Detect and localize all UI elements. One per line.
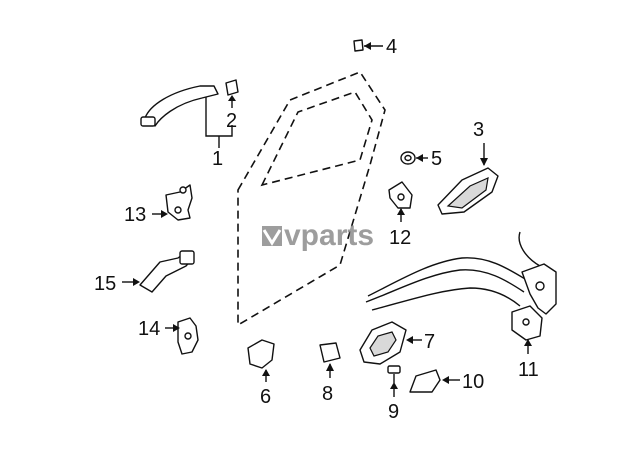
clip (353, 39, 383, 52)
callout-8: 8 (322, 383, 333, 405)
vparts-logo-icon (262, 226, 282, 246)
callout-11: 11 (518, 359, 539, 381)
callout-15: 15 (94, 273, 116, 295)
door-check-strap (122, 250, 195, 293)
inside-door-handle (359, 321, 422, 365)
callout-3: 3 (473, 119, 484, 141)
outside-door-handle (140, 85, 233, 148)
callout-9: 9 (388, 401, 399, 423)
door-shell-outline (237, 71, 386, 327)
grommet (400, 151, 428, 165)
screw (387, 365, 401, 397)
upper-hinge (152, 184, 193, 221)
callout-2: 2 (226, 110, 237, 132)
striker (388, 181, 413, 222)
vparts-watermark: vparts (262, 219, 374, 252)
callout-12: 12 (389, 227, 411, 249)
handle-reinforcement (437, 143, 499, 215)
bracket (247, 339, 275, 382)
callout-7: 7 (424, 331, 435, 353)
handle-cover (409, 369, 460, 393)
callout-4: 4 (386, 36, 397, 58)
callout-5: 5 (431, 148, 442, 170)
handle-cap (225, 79, 239, 108)
bumper (319, 342, 341, 378)
callout-13: 13 (124, 204, 146, 226)
callout-6: 6 (260, 386, 271, 408)
lower-hinge (165, 317, 199, 355)
callout-10: 10 (462, 371, 484, 393)
callout-14: 14 (138, 318, 160, 340)
callout-1: 1 (212, 148, 223, 170)
watermark-text: vparts (284, 219, 374, 252)
door-lock-actuator (365, 231, 557, 354)
